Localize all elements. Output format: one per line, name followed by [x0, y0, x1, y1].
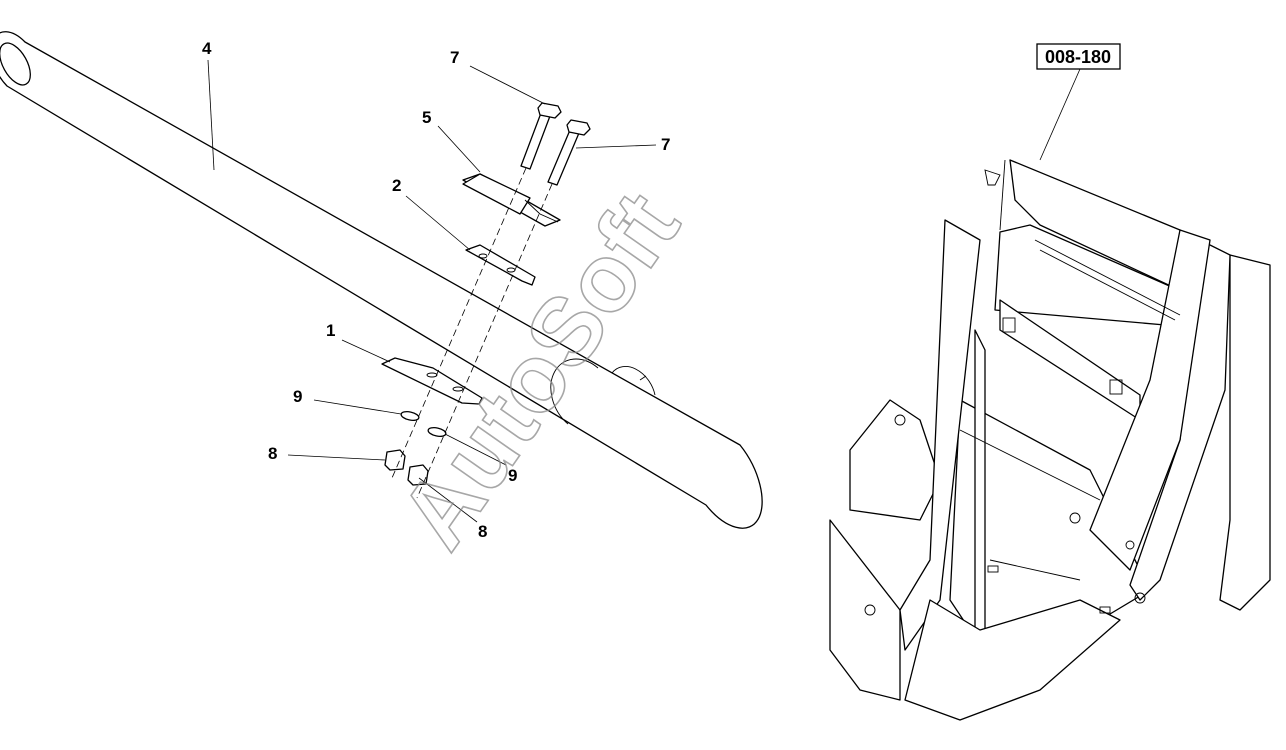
bolt-part-7a [520, 102, 562, 170]
reference-code-label: 008-180 [1036, 43, 1121, 70]
callout-9-left: 9 [293, 387, 302, 406]
callout-5: 5 [422, 108, 431, 127]
callout-1: 1 [326, 321, 335, 340]
callout-8-left: 8 [268, 444, 277, 463]
reference-code-text: 008-180 [1045, 47, 1111, 67]
washer-part-9a [400, 411, 420, 421]
tube-part-4 [0, 31, 763, 529]
callout-4: 4 [202, 39, 212, 58]
washer-part-9b [427, 427, 447, 437]
nut-part-8a [384, 449, 406, 471]
cab-frame-assembly [829, 159, 1271, 721]
assembly-centerlines [391, 167, 553, 499]
nut-part-8b [407, 464, 429, 486]
callout-9-right: 9 [508, 466, 517, 485]
bolt-part-7b [547, 119, 591, 186]
plate-part-1 [381, 357, 483, 405]
callout-2: 2 [392, 176, 401, 195]
callout-7-upper: 7 [450, 48, 459, 67]
callout-7-right: 7 [661, 135, 670, 154]
leader-lines [207, 59, 1081, 523]
bracket-part-5 [462, 173, 561, 227]
callout-labels: 4 7 7 5 2 1 9 9 8 8 [202, 39, 670, 541]
callout-8-lower: 8 [478, 522, 487, 541]
plate-part-2 [465, 244, 536, 286]
